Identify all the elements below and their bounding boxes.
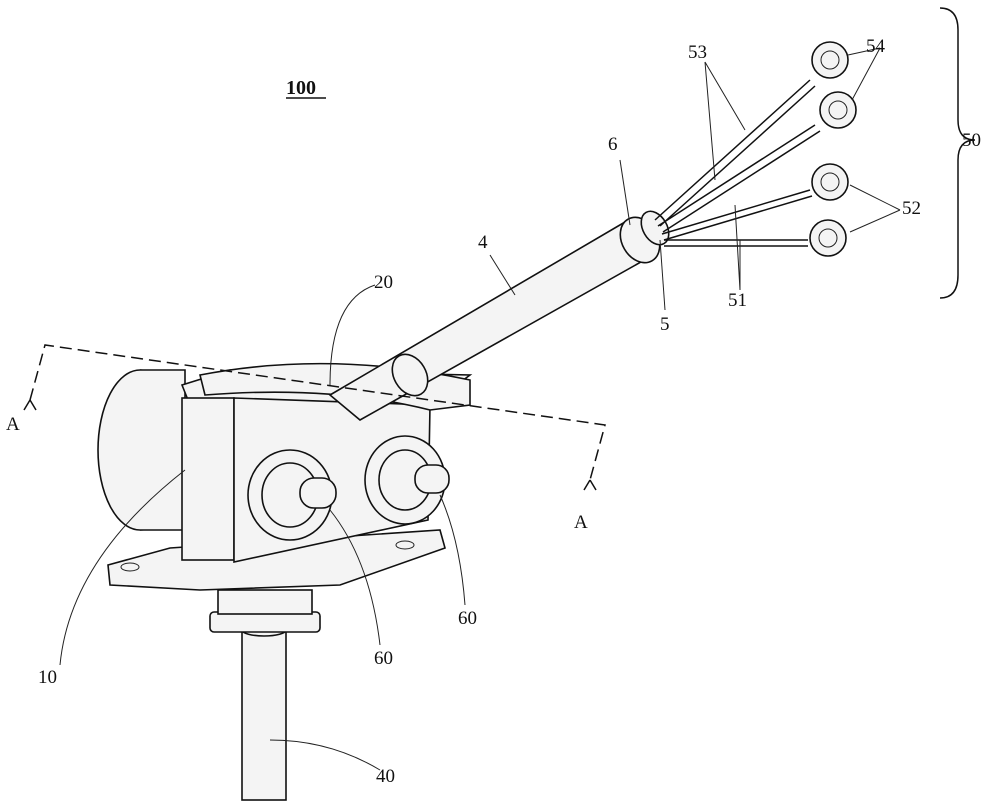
label-51: 51 <box>728 290 747 311</box>
wire-bundle <box>654 41 857 257</box>
section-arrow-left <box>23 399 37 411</box>
label-40: 40 <box>376 766 395 787</box>
label-4: 4 <box>478 232 488 253</box>
terminal-left <box>247 449 337 541</box>
section-line-a-a <box>29 344 606 481</box>
terminal-right <box>364 435 450 525</box>
figure-number: 100 <box>286 77 316 99</box>
shaft <box>209 589 321 801</box>
label-54: 54 <box>866 36 886 57</box>
label-6: 6 <box>608 134 618 155</box>
label-10: 10 <box>38 667 57 688</box>
label-50: 50 <box>962 130 981 151</box>
label-52: 52 <box>902 198 921 219</box>
section-arrow-right <box>583 479 597 491</box>
label-53: 53 <box>688 42 707 63</box>
label-20: 20 <box>374 272 393 293</box>
label-a-left: A <box>6 414 20 435</box>
cable <box>328 210 670 421</box>
label-60-right: 60 <box>458 608 477 629</box>
label-60-left: 60 <box>374 648 393 669</box>
label-a-right: A <box>574 512 588 533</box>
label-5: 5 <box>660 314 670 335</box>
leader-lines <box>59 47 901 771</box>
brace-50 <box>939 7 976 299</box>
